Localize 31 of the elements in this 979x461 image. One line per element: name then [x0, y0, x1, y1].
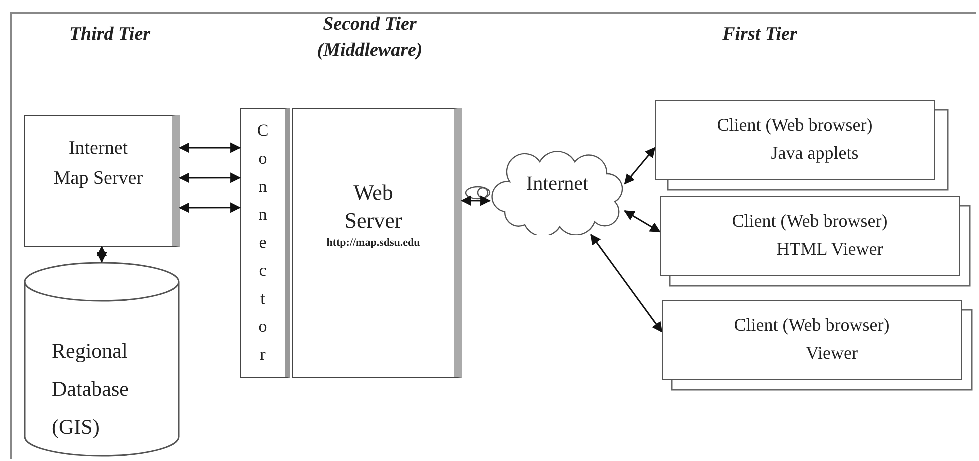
database-label: Regional Database (GIS) [52, 338, 130, 441]
client-title: Client (Web browser) [731, 210, 889, 233]
internet-cloud [490, 150, 625, 235]
arrow [624, 210, 661, 233]
client-title: Client (Web browser) [733, 314, 891, 337]
connector-column [240, 108, 290, 378]
tier-heading: Third Tier [68, 23, 152, 47]
database-cylinder [24, 262, 180, 457]
connector-label: Connector [256, 120, 270, 366]
arrow [178, 202, 242, 214]
client-type: Java applets [770, 142, 860, 165]
arrow [590, 234, 663, 333]
client-box [662, 300, 962, 380]
client-box [655, 100, 935, 180]
server-box [24, 115, 180, 247]
cloud-label: Internet [525, 172, 590, 196]
tier-heading: First Tier [722, 23, 798, 47]
client-type: Viewer [805, 342, 859, 365]
arrow [96, 246, 108, 264]
tier-heading: Second Tier (Middleware) [316, 13, 424, 63]
arrow [178, 142, 242, 154]
web-server-box [292, 108, 462, 378]
arrow [178, 172, 242, 184]
url-text: http://map.sdsu.edu [326, 236, 422, 251]
server-label: Web Server [344, 179, 404, 235]
arrow [624, 147, 656, 185]
client-box [660, 196, 960, 276]
client-type: HTML Viewer [776, 238, 884, 261]
arrow [460, 196, 492, 206]
client-title: Client (Web browser) [716, 114, 874, 137]
server-label: Internet Map Server [54, 137, 144, 191]
